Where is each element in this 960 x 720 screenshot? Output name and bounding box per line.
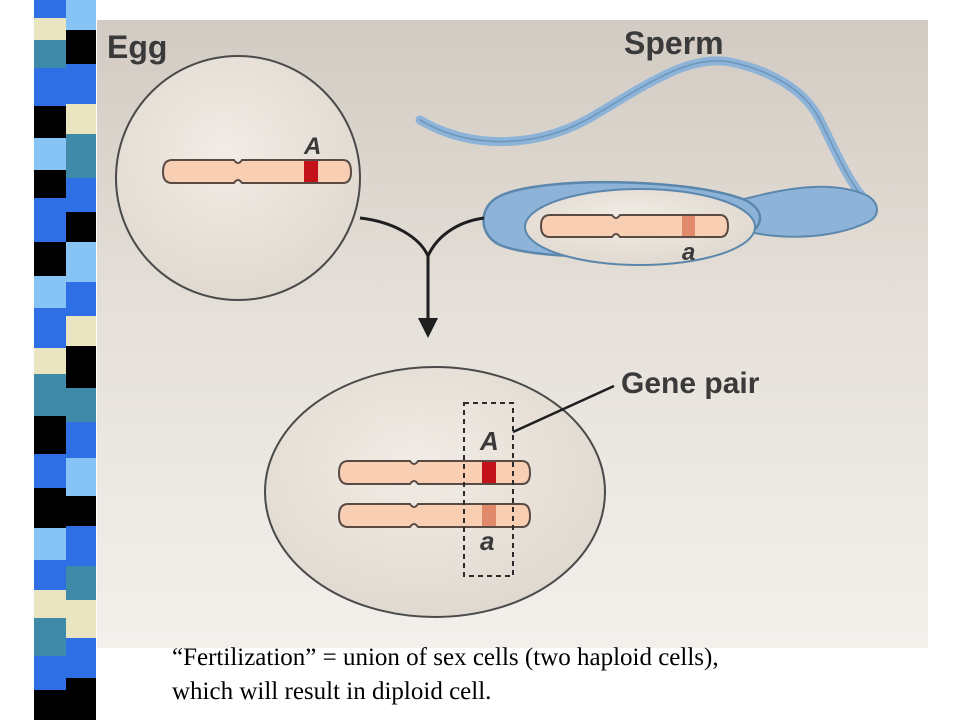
stripe-block <box>34 656 66 690</box>
decorative-stripe-bar <box>0 0 100 720</box>
egg-cell: A <box>115 55 361 301</box>
zygote-allele-recessive-label: a <box>480 526 494 556</box>
stripe-block <box>66 64 96 104</box>
stripe-block <box>66 0 96 30</box>
stripe-block <box>34 138 66 170</box>
stripe-block <box>34 590 66 618</box>
stripe-block <box>66 678 96 720</box>
zygote-allele-dominant-label: A <box>479 426 499 456</box>
sperm-allele-label: a <box>682 239 695 266</box>
stripe-block <box>66 282 96 316</box>
stripe-block <box>66 316 96 346</box>
stripe-block <box>34 170 66 198</box>
stripe-block <box>66 566 96 600</box>
egg-label: Egg <box>107 29 167 65</box>
stripe-block <box>34 454 66 488</box>
stripe-block <box>66 422 96 458</box>
stripe-block <box>34 198 66 242</box>
zygote-allele-recessive-band <box>482 505 496 526</box>
caption-line-2: which will result in diploid cell. <box>172 678 492 705</box>
stripe-block <box>66 212 96 242</box>
stripe-block <box>34 106 66 138</box>
zygote-allele-dominant-band <box>482 462 496 483</box>
sperm-cell: a <box>415 56 878 266</box>
stripe-block <box>66 134 96 178</box>
stripe-block <box>66 600 96 638</box>
sperm-midpiece <box>739 185 878 238</box>
stripe-block <box>66 242 96 282</box>
stripe-block <box>34 242 66 276</box>
fertilization-figure: A Egg a Sperm A a G <box>97 20 928 648</box>
stripe-block <box>66 388 96 422</box>
stripe-block <box>66 526 96 566</box>
stripe-block <box>34 18 66 40</box>
gene-pair-pointer <box>512 384 615 434</box>
stripe-block <box>66 496 96 526</box>
stripe-block <box>66 458 96 496</box>
stripe-block <box>34 690 66 720</box>
stripe-block <box>34 40 66 68</box>
stripe-block <box>66 346 96 388</box>
sperm-chromosome <box>539 214 730 238</box>
egg-chromosome <box>161 159 353 184</box>
stripe-block <box>34 276 66 308</box>
gene-pair-label: Gene pair <box>621 367 760 400</box>
allele-recessive-band <box>682 216 695 236</box>
gene-pair-box <box>463 402 514 577</box>
zygote-chromosome-top <box>337 460 532 485</box>
stripe-block <box>34 0 66 18</box>
allele-dominant-band <box>304 161 318 182</box>
zygote-cell: A a <box>264 366 606 618</box>
caption-line-1: “Fertilization” = union of sex cells (tw… <box>172 644 719 671</box>
stripe-block <box>34 348 66 374</box>
stripe-block <box>34 416 66 454</box>
stripe-block <box>34 68 66 106</box>
stripe-block <box>34 374 66 416</box>
stripe-block <box>34 618 66 656</box>
stripe-block <box>34 308 66 348</box>
stripe-block <box>66 638 96 678</box>
zygote-chromosome-bottom <box>337 503 532 528</box>
stripe-block <box>66 30 96 64</box>
stripe-block <box>34 560 66 590</box>
stripe-block <box>66 104 96 134</box>
slide-caption: “Fertilization” = union of sex cells (tw… <box>172 641 932 709</box>
stripe-block <box>34 488 66 528</box>
sperm-tail-outline <box>419 60 867 201</box>
egg-allele-label: A <box>303 133 321 160</box>
stripe-block <box>66 178 96 212</box>
fusion-arrow <box>359 216 485 338</box>
stripe-block <box>34 528 66 560</box>
sperm-label: Sperm <box>624 25 724 61</box>
